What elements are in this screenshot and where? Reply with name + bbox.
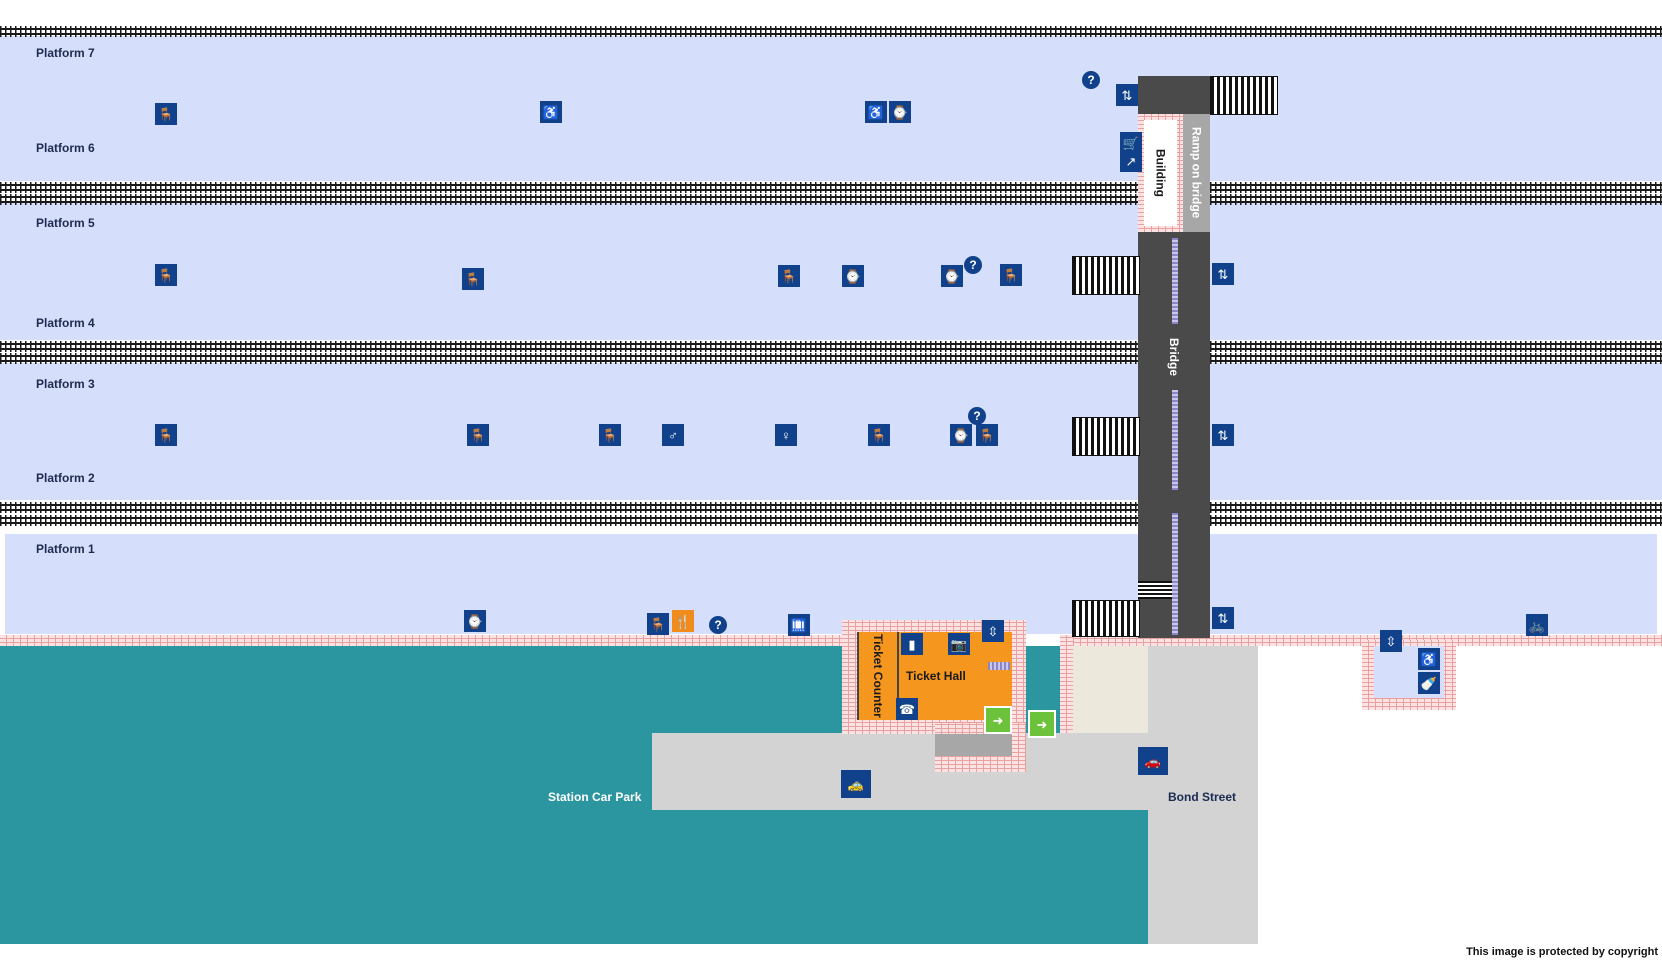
info-point-icon[interactable]: ? <box>964 256 982 274</box>
platform-label-6: Platform 6 <box>36 141 95 155</box>
copyright-notice: This image is protected by copyright <box>1466 946 1658 958</box>
staircase-platform-3 <box>1072 417 1140 456</box>
luggage-trolley-icon: 🛄 <box>788 614 810 636</box>
platform-1-edge-east <box>1060 635 1662 646</box>
track-4 <box>0 341 1662 352</box>
bench-icon: 🪑 <box>467 424 489 446</box>
track-6 <box>0 182 1662 193</box>
info-point-icon[interactable]: ? <box>709 616 727 634</box>
track-2 <box>0 502 1662 513</box>
ticket-counter <box>857 632 899 720</box>
seated-waiting-icon: ♿ <box>540 101 562 123</box>
platform-band-3-2 <box>0 363 1662 500</box>
ticket-machine-icon[interactable]: ▮ <box>901 633 923 655</box>
platform-label-4: Platform 4 <box>36 316 95 330</box>
staircase-platform-1 <box>1072 600 1140 637</box>
bench-icon: 🪑 <box>155 424 177 446</box>
platform-label-3: Platform 3 <box>36 377 95 391</box>
taxi-rank-icon: 🚕 <box>841 770 871 798</box>
ticket-hall-annex <box>935 734 1012 756</box>
seated-waiting-icon: ⌚ <box>950 424 972 446</box>
platform-label-2: Platform 2 <box>36 471 95 485</box>
telephone-icon[interactable]: ☎ <box>896 698 918 720</box>
bench-icon: 🪑 <box>599 424 621 446</box>
seated-waiting-icon: ⌚ <box>842 265 864 287</box>
exit-icon[interactable]: ➜ <box>1028 710 1056 738</box>
seated-waiting-icon: ⌚ <box>941 265 963 287</box>
seated-waiting-icon: ⌚ <box>464 610 486 632</box>
platform-1-edge <box>0 635 842 646</box>
cctv-icon: 📷 <box>948 633 970 655</box>
seated-waiting-icon: ⌚ <box>889 101 911 123</box>
road-forecourt <box>652 733 1148 810</box>
road-bond-street <box>1148 646 1258 944</box>
staircase-platform-7 <box>1210 76 1278 115</box>
bench-icon: 🪑 <box>462 268 484 290</box>
building <box>1144 120 1177 226</box>
track-5 <box>0 194 1662 205</box>
bench-icon: 🪑 <box>976 424 998 446</box>
track-3 <box>0 353 1662 364</box>
lift-icon[interactable]: ⇅ <box>1116 84 1138 106</box>
female-wc-icon: ♀ <box>775 424 797 446</box>
platform-band-1 <box>5 534 1657 634</box>
track-1 <box>0 515 1662 526</box>
bench-icon: 🪑 <box>155 103 177 125</box>
track-7 <box>0 26 1662 37</box>
ticket-hall-label: Ticket Hall <box>906 669 966 683</box>
platform-band-7-6 <box>0 36 1662 181</box>
bridge-tactile-3 <box>1172 513 1178 635</box>
bridge-tactile-1 <box>1172 238 1178 324</box>
bridge-steps <box>1138 581 1172 599</box>
bench-icon: 🪑 <box>778 265 800 287</box>
bench-icon: 🪑 <box>868 424 890 446</box>
building-label: Building <box>1153 149 1168 197</box>
drop-off-icon: 🚗 <box>1138 747 1168 775</box>
accessible-ramp-icon: ↗ <box>1120 150 1142 172</box>
ticket-counter-label: Ticket Counter <box>871 634 885 718</box>
lift-door-icon[interactable]: ⇳ <box>1380 630 1402 652</box>
bench-icon: 🪑 <box>155 264 177 286</box>
lift-door-icon[interactable]: ⇳ <box>982 620 1004 642</box>
bench-icon: 🪑 <box>647 613 669 635</box>
staircase-platform-5 <box>1072 256 1140 295</box>
cafe-icon: 🍴 <box>672 610 694 632</box>
bridge-label: Bridge <box>1167 337 1181 376</box>
ticket-gates <box>988 662 1010 670</box>
info-point-icon[interactable]: ? <box>1082 71 1100 89</box>
luggage-trolley-icon: 🛒 <box>1120 132 1142 154</box>
car-park-label: Station Car Park <box>548 790 642 804</box>
platform-band-5-4 <box>0 203 1662 340</box>
east-passage-wall <box>1060 635 1073 733</box>
ramp-on-bridge <box>1183 114 1210 232</box>
street-label: Bond Street <box>1168 790 1237 804</box>
platform-label-5: Platform 5 <box>36 216 95 230</box>
bench-icon: 🪑 <box>1000 264 1022 286</box>
paved-area <box>1073 646 1148 733</box>
exit-icon[interactable]: ➜ <box>984 706 1012 734</box>
platform-label-1: Platform 1 <box>36 542 95 556</box>
lift-icon[interactable]: ⇅ <box>1212 263 1234 285</box>
ramp-on-bridge-label: Ramp on bridge <box>1189 127 1204 219</box>
male-wc-icon: ♂ <box>662 424 684 446</box>
lift-icon[interactable]: ⇅ <box>1212 607 1234 629</box>
bicycle-parking-icon: 🚲 <box>1526 614 1548 636</box>
baby-change-icon: 🍼 <box>1418 672 1440 694</box>
accessible-wc-icon: ♿ <box>1418 648 1440 670</box>
bridge-tactile-2 <box>1172 390 1178 490</box>
info-point-icon[interactable]: ? <box>968 407 986 425</box>
lift-icon[interactable]: ⇅ <box>1212 424 1234 446</box>
platform-label-7: Platform 7 <box>36 46 95 60</box>
accessible-wc-icon: ♿ <box>865 101 887 123</box>
